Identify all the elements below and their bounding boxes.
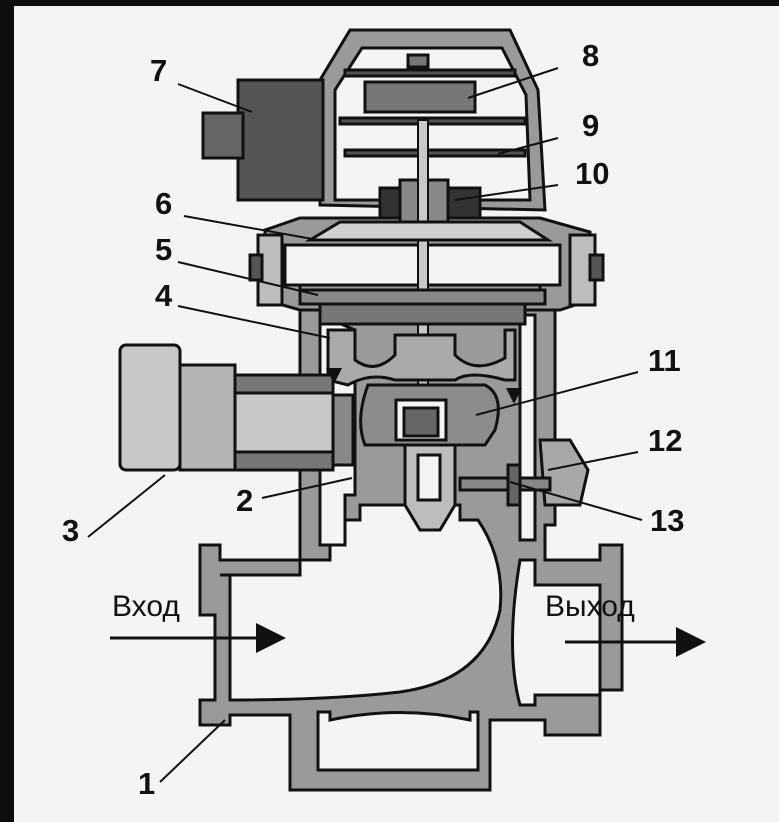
leader-8 xyxy=(467,67,559,99)
outlet-label: Выход xyxy=(545,590,635,623)
leader-4 xyxy=(177,305,331,339)
leader-12 xyxy=(547,451,639,471)
callout-3: 3 xyxy=(62,513,80,548)
top-cap xyxy=(318,28,547,227)
flow-markers xyxy=(326,368,522,404)
callout-4: 4 xyxy=(155,278,173,313)
valve-cage xyxy=(326,328,517,532)
callout-6: 6 xyxy=(155,186,173,221)
leader-11 xyxy=(475,371,639,416)
flow-arrows xyxy=(110,623,706,657)
callout-2: 2 xyxy=(236,483,254,518)
leader-3 xyxy=(87,474,166,538)
inlet-label: Вход xyxy=(112,590,180,623)
part-3-filter xyxy=(118,343,355,472)
callout-13: 13 xyxy=(650,503,685,538)
leader-10 xyxy=(454,184,559,201)
leader-7 xyxy=(177,83,253,113)
leader-lines xyxy=(87,67,643,783)
callout-9: 9 xyxy=(582,108,600,143)
leader-9 xyxy=(497,137,559,155)
callout-1: 1 xyxy=(138,766,156,801)
callout-7: 7 xyxy=(150,53,168,88)
leader-2 xyxy=(261,477,353,499)
callout-5: 5 xyxy=(155,232,173,267)
callout-10: 10 xyxy=(575,156,610,191)
leader-13 xyxy=(509,481,643,521)
leader-1 xyxy=(159,719,226,783)
callout-12: 12 xyxy=(648,423,683,458)
leader-5 xyxy=(177,261,319,296)
callout-8: 8 xyxy=(582,38,600,73)
diaphragm xyxy=(298,220,554,326)
part-12-plug xyxy=(458,438,590,507)
part-7-actuator xyxy=(201,78,325,202)
callout-11: 11 xyxy=(648,343,681,378)
leader-6 xyxy=(183,215,319,241)
